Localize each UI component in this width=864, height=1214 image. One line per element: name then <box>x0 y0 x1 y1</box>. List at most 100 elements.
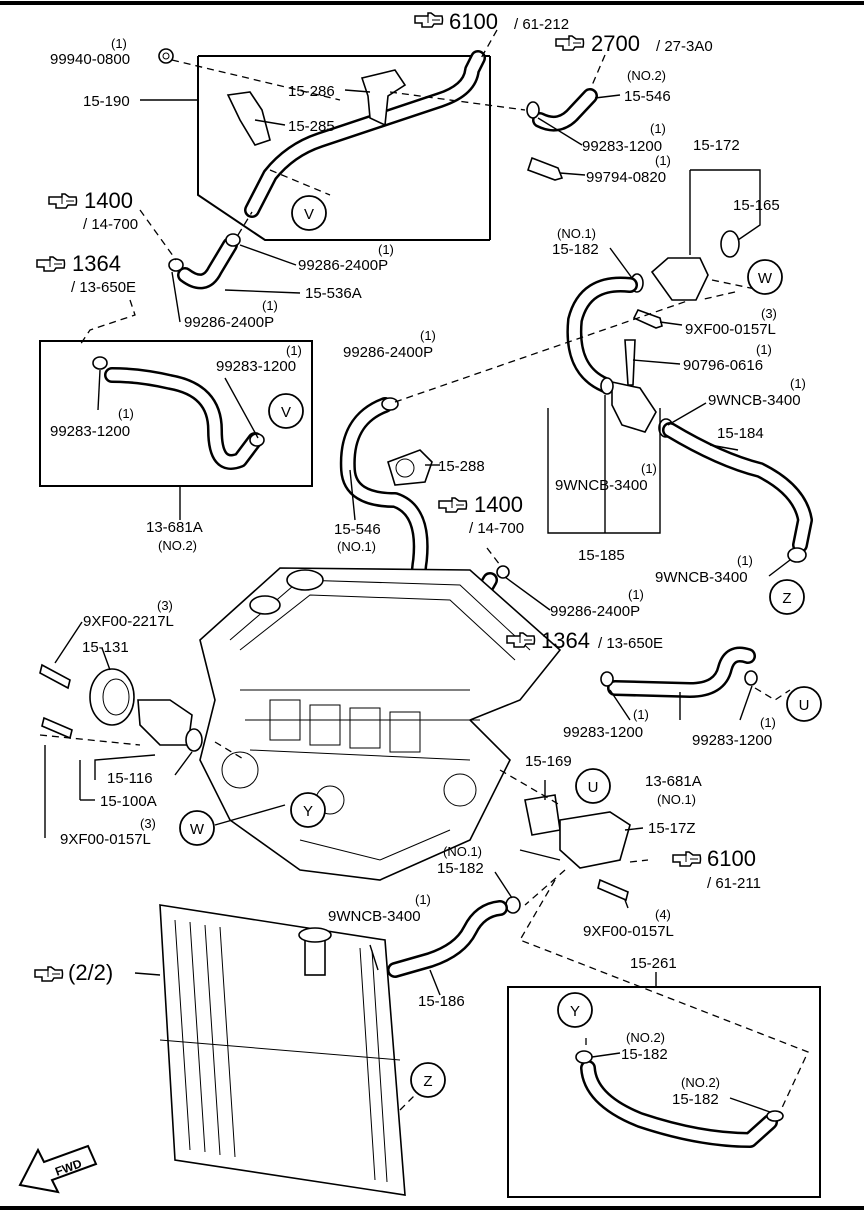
bolt-90796-0616 <box>624 339 636 386</box>
ref-1364-mid-sub[interactable]: / 13-650E <box>598 635 663 652</box>
part-13-681a-no1[interactable]: 13-681A <box>645 773 702 790</box>
ref-2700[interactable]: 2700 <box>591 31 640 56</box>
part-9xf00-0157l-c[interactable]: 9XF00-0157L <box>583 923 674 940</box>
part-99283-1200-b[interactable]: 99283-1200 <box>216 358 296 375</box>
part-99940-0800[interactable]: 99940-0800 <box>50 51 130 68</box>
svg-text:V: V <box>281 404 291 421</box>
part-15-169[interactable]: 15-169 <box>525 753 572 770</box>
part-9xf00-0157l-b[interactable]: 9XF00-0157L <box>60 831 151 848</box>
part-99283-1200-a[interactable]: 99283-1200 <box>582 138 662 155</box>
part-15-285[interactable]: 15-285 <box>288 118 335 135</box>
part-qty: (NO.2) <box>626 1030 665 1045</box>
part-99794-0820[interactable]: 99794-0820 <box>586 169 666 186</box>
part-15-536a[interactable]: 15-536A <box>305 285 362 302</box>
part-15-182-no2-a[interactable]: 15-182 <box>621 1046 668 1063</box>
part-99283-1200-c[interactable]: 99283-1200 <box>50 423 130 440</box>
part-qty: (NO.2) <box>681 1075 720 1090</box>
ref-6100-top-sub[interactable]: / 61-212 <box>514 16 569 33</box>
ref-1400-mid[interactable]: 1400 <box>474 492 523 517</box>
pulley-15-131 <box>89 668 135 726</box>
part-qty: (1) <box>378 242 394 257</box>
ref-1400-mid-sub[interactable]: / 14-700 <box>469 520 524 537</box>
part-15-184[interactable]: 15-184 <box>717 425 764 442</box>
part-15-182-no2-b[interactable]: 15-182 <box>672 1091 719 1108</box>
part-15-546-no2[interactable]: 15-546 <box>624 88 671 105</box>
group-box-15-261 <box>507 986 821 1198</box>
part-qty: (1) <box>415 892 431 907</box>
part-15-165[interactable]: 15-165 <box>733 197 780 214</box>
callout-y-box: Y <box>557 992 593 1028</box>
part-99283-1200-d[interactable]: 99283-1200 <box>563 724 643 741</box>
clamp-99283-1200-c <box>249 433 265 447</box>
part-15-288[interactable]: 15-288 <box>438 458 485 475</box>
part-qty: (1) <box>262 298 278 313</box>
part-15-100a[interactable]: 15-100A <box>100 793 157 810</box>
part-15-185[interactable]: 15-185 <box>578 547 625 564</box>
clamp-99286-2400p-a <box>225 233 241 247</box>
leader-lines <box>44 89 791 1113</box>
part-99286-2400p-d[interactable]: 99286-2400P <box>550 603 640 620</box>
ref-6100-right-sub[interactable]: / 61-211 <box>707 875 761 892</box>
part-15-286[interactable]: 15-286 <box>288 83 335 100</box>
part-qty: (4) <box>655 907 671 922</box>
callout-v-top: V <box>291 195 327 231</box>
part-15-261[interactable]: 15-261 <box>630 955 677 972</box>
part-9wncb-3400-d[interactable]: 9WNCB-3400 <box>328 908 421 925</box>
part-qty: (1) <box>286 343 302 358</box>
ref-hand-icon <box>36 256 66 272</box>
part-qty: (3) <box>157 598 173 613</box>
svg-text:Y: Y <box>570 1003 580 1020</box>
part-15-546-no1[interactable]: 15-546 <box>334 521 381 538</box>
guide-lines <box>39 29 809 1113</box>
bracket-15-288 <box>387 449 433 486</box>
group-box-upper-left <box>197 56 490 241</box>
part-99286-2400p-c[interactable]: 99286-2400P <box>343 344 433 361</box>
ref-2-of-2[interactable]: (2/2) <box>68 960 113 985</box>
ref-6100-top[interactable]: 6100 <box>449 9 498 34</box>
part-9wncb-3400-a[interactable]: 9WNCB-3400 <box>708 392 801 409</box>
svg-text:V: V <box>304 206 314 223</box>
part-15-172[interactable]: 15-172 <box>693 137 740 154</box>
group-box-13-681a <box>39 340 313 487</box>
part-99286-2400p-b[interactable]: 99286-2400P <box>184 314 274 331</box>
thermostat-housing-15-172 <box>650 257 709 301</box>
gasket-15-165 <box>720 230 740 258</box>
part-15-186[interactable]: 15-186 <box>418 993 465 1010</box>
ref-1364-mid[interactable]: 1364 <box>541 628 590 653</box>
part-9wncb-3400-b[interactable]: 9WNCB-3400 <box>555 477 648 494</box>
part-15-182-no1-bot[interactable]: 15-182 <box>437 860 484 877</box>
part-90796-0616[interactable]: 90796-0616 <box>683 357 763 374</box>
part-9wncb-3400-c[interactable]: 9WNCB-3400 <box>655 569 748 586</box>
pipe-fitting <box>611 381 657 433</box>
part-15-190[interactable]: 15-190 <box>83 93 130 110</box>
part-qty: (1) <box>760 715 776 730</box>
part-15-17z[interactable]: 15-17Z <box>648 820 696 837</box>
part-9xf00-2217l[interactable]: 9XF00-2217L <box>83 613 174 630</box>
part-15-182-no1-top[interactable]: 15-182 <box>552 241 599 258</box>
part-15-116[interactable]: 15-116 <box>107 770 153 787</box>
ref-2700-sub[interactable]: / 27-3A0 <box>656 38 713 55</box>
clamp-99286-2400p-d <box>496 565 510 579</box>
part-15-131[interactable]: 15-131 <box>82 639 129 656</box>
part-13-681a-no2[interactable]: 13-681A <box>146 519 203 536</box>
ref-hand-icon <box>438 497 468 513</box>
part-qty: (1) <box>420 328 436 343</box>
svg-text:U: U <box>799 697 810 714</box>
svg-text:W: W <box>758 270 773 287</box>
ref-1400-left[interactable]: 1400 <box>84 188 133 213</box>
clamp-15-182-no2-a <box>575 1050 593 1064</box>
clamp-15-182-no2-b <box>766 1110 784 1122</box>
engine-assembly <box>199 567 562 881</box>
part-qty: (NO.1) <box>657 792 696 807</box>
part-qty: (NO.1) <box>443 844 482 859</box>
ref-1364-left[interactable]: 1364 <box>72 251 121 276</box>
ref-6100-right[interactable]: 6100 <box>707 846 756 871</box>
part-99283-1200-e[interactable]: 99283-1200 <box>692 732 772 749</box>
bolt-9xf00-0157l-a <box>632 309 663 329</box>
bolt-9xf00-0157l-c <box>597 878 629 902</box>
ref-1364-left-sub[interactable]: / 13-650E <box>71 279 136 296</box>
ref-1400-left-sub[interactable]: / 14-700 <box>83 216 138 233</box>
part-99286-2400p-a[interactable]: 99286-2400P <box>298 257 388 274</box>
part-9xf00-0157l-a[interactable]: 9XF00-0157L <box>685 321 776 338</box>
